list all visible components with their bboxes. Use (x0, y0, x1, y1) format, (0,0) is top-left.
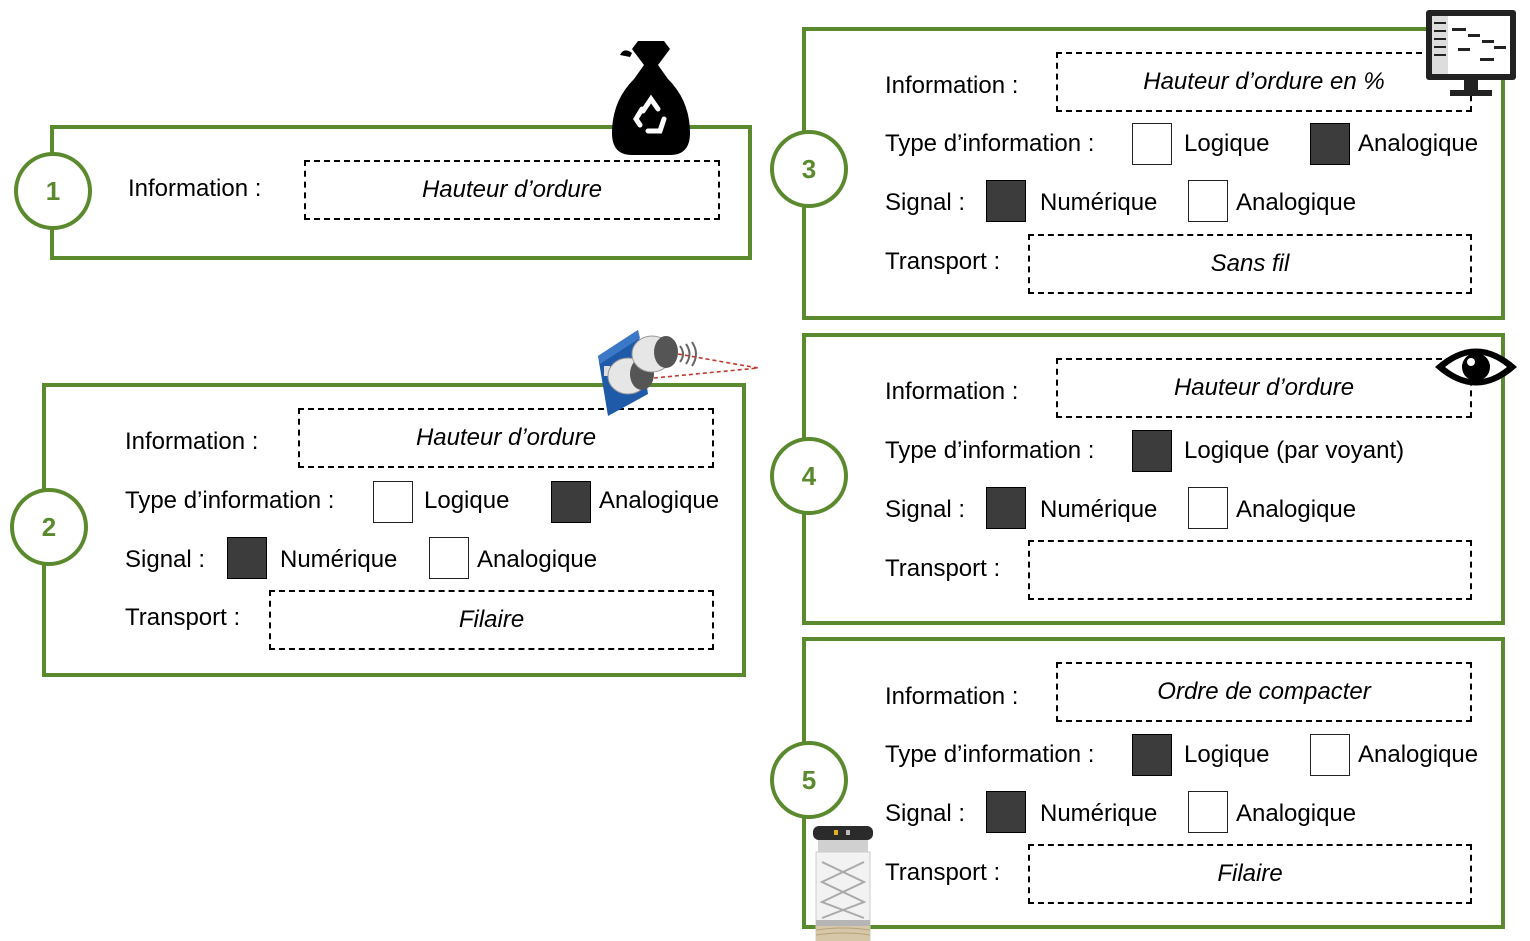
monitor-icon (1426, 10, 1516, 96)
logique-voyant-label: Logique (par voyant) (1184, 437, 1405, 464)
type-logique-checkbox[interactable] (1132, 734, 1172, 776)
panel-4 (802, 333, 1505, 625)
panel-3 (802, 27, 1505, 320)
transport-label: Transport : (885, 859, 1001, 886)
transport-field: Filaire (1028, 844, 1472, 904)
numerique-label: Numérique (1040, 189, 1158, 216)
type-logique-checkbox[interactable] (373, 481, 413, 523)
information-field: Hauteur d’ordure (298, 408, 714, 468)
panel-2 (42, 383, 746, 677)
analogique-label: Analogique (1358, 130, 1479, 157)
transport-field: Filaire (269, 590, 714, 650)
type-analogique-checkbox[interactable] (1310, 123, 1350, 165)
type-logique-checkbox[interactable] (1132, 123, 1172, 165)
eye-icon (1435, 348, 1517, 386)
information-field: Ordre de compacter (1056, 662, 1472, 722)
logique-label: Logique (1184, 741, 1270, 768)
transport-label: Transport : (885, 555, 1001, 582)
ultrasonic-sensor-icon (598, 330, 759, 416)
logique-label: Logique (424, 487, 510, 514)
numerique-label: Numérique (1040, 496, 1158, 523)
step-number-4: 4 (770, 437, 848, 515)
signal-label: Signal : (885, 189, 966, 216)
information-label: Information : (885, 683, 1019, 710)
information-field: Hauteur d’ordure (1056, 358, 1472, 418)
transport-label: Transport : (125, 604, 241, 631)
transport-label: Transport : (885, 248, 1001, 275)
information-field: Hauteur d’ordure (304, 160, 720, 220)
analogique-label: Analogique (1358, 741, 1479, 768)
transport-field (1028, 540, 1472, 600)
type-logique-checkbox[interactable] (1132, 430, 1172, 472)
information-field: Hauteur d’ordure en % (1056, 52, 1472, 112)
type-label: Type d’information : (885, 741, 1095, 768)
analogique-label: Analogique (1236, 800, 1357, 827)
type-analogique-checkbox[interactable] (551, 481, 591, 523)
analogique-label: Analogique (1236, 496, 1357, 523)
signal-analogique-checkbox[interactable] (1188, 180, 1228, 222)
signal-analogique-checkbox[interactable] (1188, 791, 1228, 833)
transport-field: Sans fil (1028, 234, 1472, 294)
numerique-label: Numérique (280, 546, 398, 573)
signal-label: Signal : (885, 496, 966, 523)
signal-label: Signal : (885, 800, 966, 827)
signal-numerique-checkbox[interactable] (986, 180, 1026, 222)
signal-numerique-checkbox[interactable] (986, 487, 1026, 529)
step-number-2: 2 (10, 488, 88, 566)
compactor-icon (813, 826, 873, 941)
type-label: Type d’information : (125, 487, 335, 514)
step-number-3: 3 (770, 130, 848, 208)
information-label: Information : (125, 428, 259, 455)
signal-analogique-checkbox[interactable] (1188, 487, 1228, 529)
logique-label: Logique (1184, 130, 1270, 157)
numerique-label: Numérique (1040, 800, 1158, 827)
panel-5 (802, 637, 1505, 929)
step-number-5: 5 (770, 741, 848, 819)
step-number-1: 1 (14, 152, 92, 230)
signal-label: Signal : (125, 546, 206, 573)
signal-analogique-checkbox[interactable] (429, 537, 469, 579)
analogique-label: Analogique (1236, 189, 1357, 216)
type-label: Type d’information : (885, 437, 1095, 464)
analogique-label: Analogique (477, 546, 598, 573)
information-label: Information : (128, 175, 262, 202)
analogique-label: Analogique (599, 487, 720, 514)
signal-numerique-checkbox[interactable] (986, 791, 1026, 833)
signal-numerique-checkbox[interactable] (227, 537, 267, 579)
type-analogique-checkbox[interactable] (1310, 734, 1350, 776)
information-label: Information : (885, 378, 1019, 405)
type-label: Type d’information : (885, 130, 1095, 157)
information-label: Information : (885, 72, 1019, 99)
trash-bag-icon (612, 41, 690, 155)
